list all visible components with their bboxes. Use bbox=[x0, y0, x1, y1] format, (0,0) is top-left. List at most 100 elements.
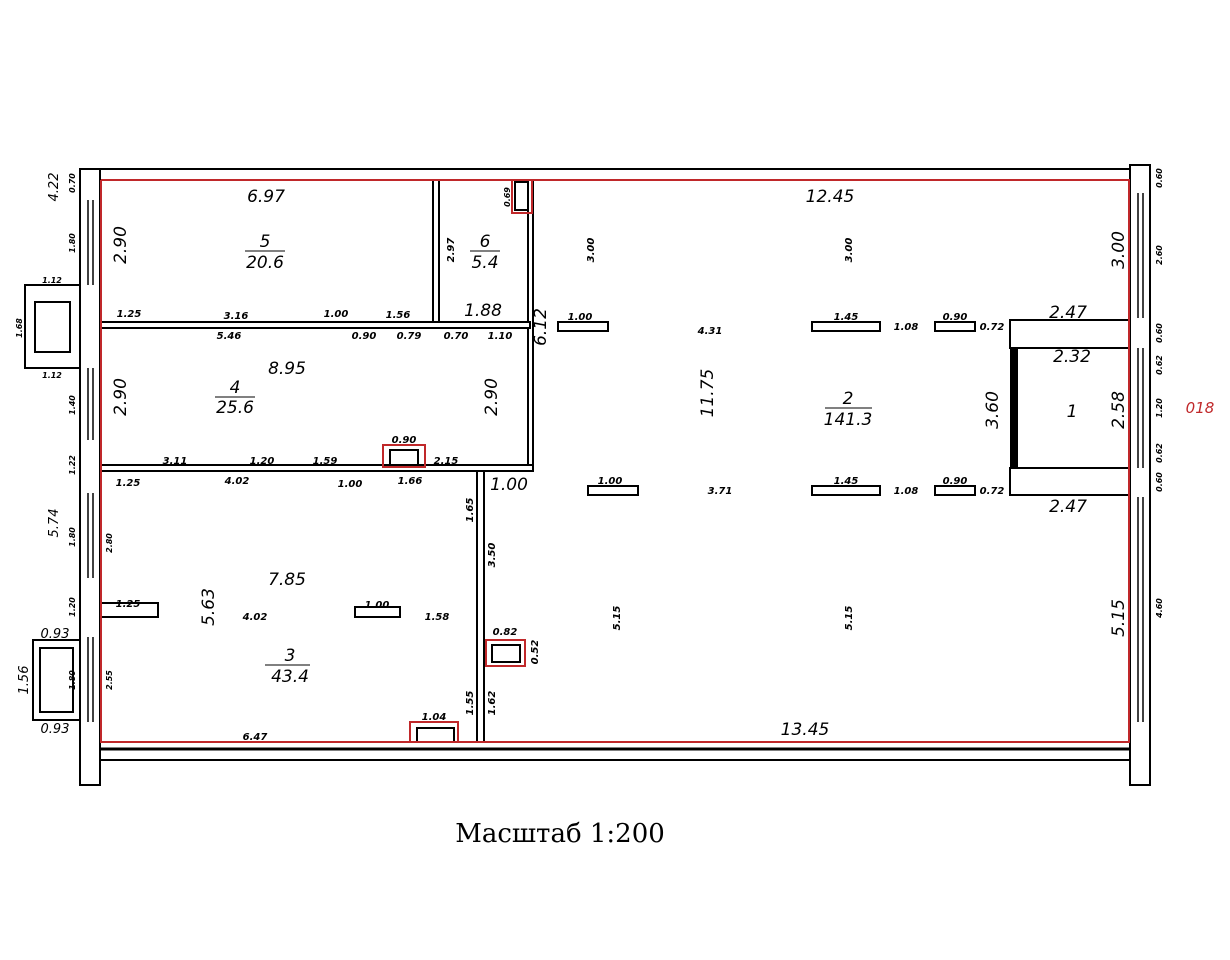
dim: 1.20 bbox=[1155, 398, 1164, 418]
dim: 1.20 bbox=[250, 456, 275, 467]
room-6-number: 6 bbox=[480, 232, 491, 252]
dim: 0.70 bbox=[444, 331, 469, 342]
dim: 2.90 bbox=[111, 226, 131, 264]
dim: 0.62 bbox=[1155, 443, 1164, 463]
dim: 0.90 bbox=[392, 435, 417, 446]
dim: 0.60 bbox=[1155, 168, 1164, 188]
dim: 12.45 bbox=[806, 187, 855, 207]
room-2-area: 141.3 bbox=[824, 410, 873, 430]
dim: 1.00 bbox=[338, 479, 363, 490]
dim: 1.08 bbox=[894, 322, 919, 333]
dim: 7.85 bbox=[268, 570, 306, 590]
dim: 0.90 bbox=[943, 476, 968, 487]
scale-label: Масштаб 1:200 bbox=[455, 819, 665, 849]
dim: 11.75 bbox=[698, 369, 718, 418]
dim: 1.00 bbox=[490, 475, 528, 495]
dim: 0.79 bbox=[397, 331, 422, 342]
dim: 4.60 bbox=[1155, 598, 1164, 619]
dim: 1.25 bbox=[116, 599, 141, 610]
dim: 1.68 bbox=[15, 318, 24, 338]
dim: 1.59 bbox=[313, 456, 338, 467]
dim: 2.90 bbox=[482, 378, 502, 416]
outer-walls bbox=[24, 164, 1151, 786]
dim: 1.08 bbox=[894, 486, 919, 497]
dim: 1.80 bbox=[68, 670, 77, 690]
dim: 1.12 bbox=[42, 371, 62, 380]
dim: 3.00 bbox=[586, 238, 597, 263]
dim: 1.56 bbox=[386, 310, 411, 321]
dim: 1.00 bbox=[324, 309, 349, 320]
room-1-number: 1 bbox=[1067, 402, 1078, 422]
dim: 2.47 bbox=[1049, 303, 1087, 323]
dim: 5.15 bbox=[1109, 599, 1129, 637]
dim: 0.72 bbox=[980, 486, 1005, 497]
dim: 2.58 bbox=[1109, 391, 1129, 429]
dim: 5.63 bbox=[199, 588, 219, 626]
room-5-number: 5 bbox=[260, 232, 271, 252]
dim: 1.04 bbox=[422, 712, 447, 723]
dim: 6.97 bbox=[247, 187, 285, 207]
dim: 2.47 bbox=[1049, 497, 1087, 517]
plan-code: 018 bbox=[1186, 399, 1215, 417]
dim: 4.02 bbox=[224, 476, 250, 487]
dim: 0.93 bbox=[41, 627, 70, 642]
dim: 4.02 bbox=[242, 612, 268, 623]
dim: 1.25 bbox=[116, 478, 141, 489]
dim: 0.60 bbox=[1155, 472, 1164, 492]
dim: 2.60 bbox=[1155, 245, 1164, 265]
dim: 2.15 bbox=[434, 456, 459, 467]
dim: 1.20 bbox=[68, 597, 77, 617]
dim: 1.25 bbox=[117, 309, 142, 320]
dim: 1.80 bbox=[68, 527, 77, 547]
room-2-number: 2 bbox=[843, 389, 854, 409]
dim: 0.90 bbox=[352, 331, 377, 342]
dim: 1.10 bbox=[488, 331, 513, 342]
dim: 3.50 bbox=[487, 543, 498, 568]
dim: 4.22 bbox=[47, 173, 62, 202]
dim: 2.32 bbox=[1053, 347, 1091, 367]
room-4-number: 4 bbox=[230, 378, 241, 398]
dim: 0.69 bbox=[503, 187, 512, 207]
dim: 1.66 bbox=[398, 476, 423, 487]
dim: 0.62 bbox=[1155, 355, 1164, 375]
dim: 3.11 bbox=[163, 456, 188, 467]
dim: 1.00 bbox=[365, 600, 390, 611]
dim: 0.70 bbox=[68, 173, 77, 193]
dim: 0.93 bbox=[41, 722, 70, 737]
dim: 1.40 bbox=[68, 395, 77, 415]
dim: 0.90 bbox=[943, 312, 968, 323]
dim: 2.55 bbox=[105, 670, 114, 690]
dim: 1.12 bbox=[42, 276, 62, 285]
dim: 4.31 bbox=[697, 326, 723, 337]
dim: 0.82 bbox=[493, 627, 518, 638]
dim: 2.97 bbox=[446, 238, 457, 263]
room-4-area: 25.6 bbox=[216, 398, 254, 418]
room-5-area: 20.6 bbox=[246, 253, 284, 273]
room-labels: 5 20.6 6 5.4 4 25.6 3 43.4 2 141.3 1 018 bbox=[215, 232, 1214, 687]
room-3-number: 3 bbox=[285, 646, 296, 666]
dim: 6.12 bbox=[531, 308, 551, 346]
dim: 3.00 bbox=[1109, 231, 1129, 269]
dim: 5.74 bbox=[47, 509, 62, 538]
dim: 3.16 bbox=[224, 311, 249, 322]
dim: 1.56 bbox=[17, 666, 32, 695]
dim: 1.55 bbox=[465, 691, 476, 716]
dim: 2.90 bbox=[111, 378, 131, 416]
dim: 0.60 bbox=[1155, 323, 1164, 343]
room-6-area: 5.4 bbox=[471, 253, 498, 273]
dim: 0.52 bbox=[530, 640, 541, 665]
dim: 1.58 bbox=[425, 612, 450, 623]
dim: 1.62 bbox=[487, 691, 498, 716]
dim: 5.46 bbox=[217, 331, 242, 342]
dim: 1.45 bbox=[834, 476, 859, 487]
dim: 5.15 bbox=[844, 606, 855, 631]
room-3-area: 43.4 bbox=[271, 667, 309, 687]
dim: 2.80 bbox=[105, 533, 114, 553]
dim: 1.22 bbox=[68, 455, 77, 475]
dim: 1.00 bbox=[598, 476, 623, 487]
dim: 0.72 bbox=[980, 322, 1005, 333]
dim: 3.00 bbox=[844, 238, 855, 263]
dim: 3.71 bbox=[708, 486, 733, 497]
dim: 1.45 bbox=[834, 312, 859, 323]
